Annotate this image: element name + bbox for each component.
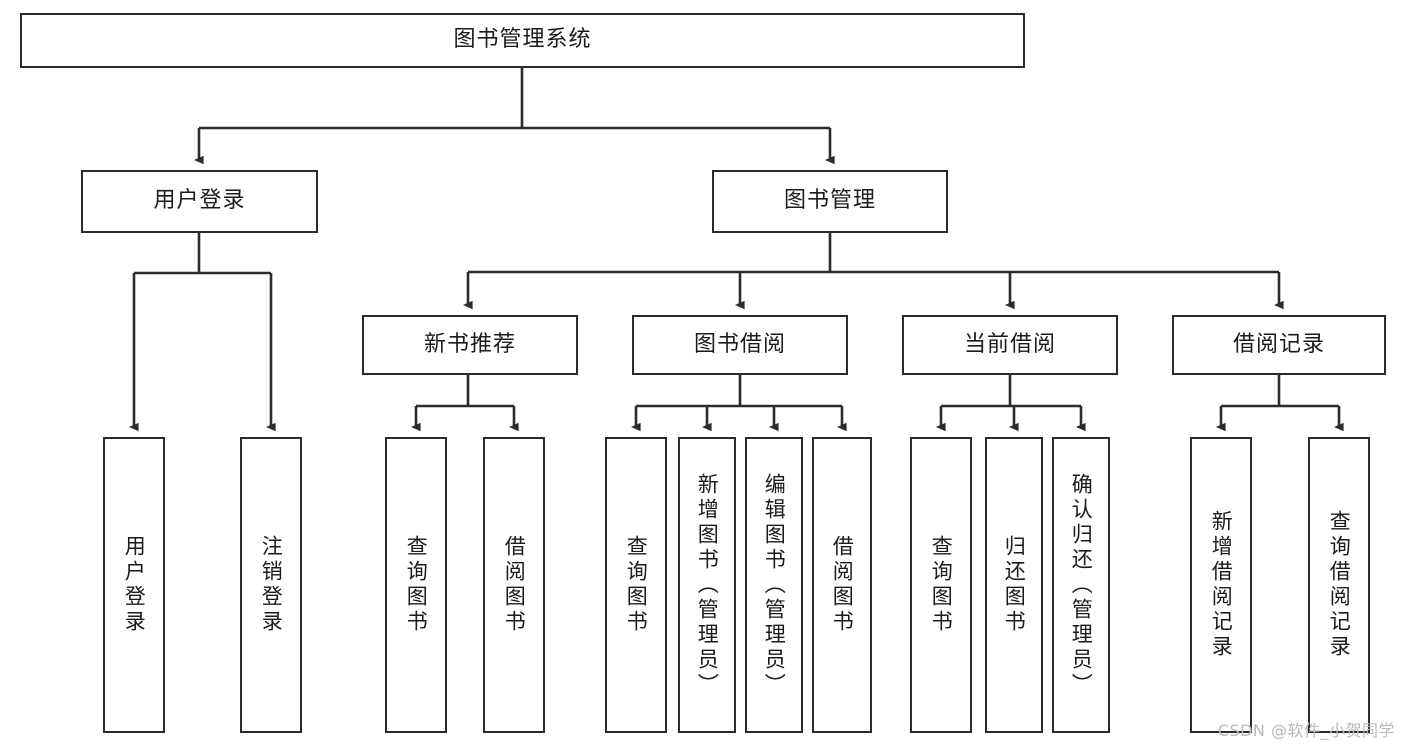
- node-leaf-query-book-1-label: 查询图书: [404, 535, 429, 635]
- node-leaf-borrow-book-2-label: 借阅图书: [830, 535, 855, 635]
- node-leaf-edit-book-label: 编辑图书（管理员）: [762, 472, 787, 698]
- node-new-book-rec-label: 新书推荐: [423, 331, 516, 357]
- node-leaf-confirm-return-label: 确认归还（管理员）: [1069, 472, 1094, 698]
- node-new-book-rec[interactable]: 新书推荐: [362, 315, 578, 375]
- node-leaf-logout-label: 注销登录: [259, 535, 284, 635]
- node-leaf-logout[interactable]: 注销登录: [240, 437, 302, 733]
- node-leaf-add-record-label: 新增借阅记录: [1209, 510, 1234, 660]
- node-leaf-add-book[interactable]: 新增图书（管理员）: [678, 437, 736, 733]
- node-current-borrow[interactable]: 当前借阅: [902, 315, 1118, 375]
- node-book-manage[interactable]: 图书管理: [712, 170, 948, 233]
- node-book-manage-label: 图书管理: [783, 188, 876, 214]
- node-root[interactable]: 图书管理系统: [20, 13, 1025, 68]
- node-leaf-borrow-book-2[interactable]: 借阅图书: [812, 437, 872, 733]
- node-leaf-query-book-1[interactable]: 查询图书: [385, 437, 447, 733]
- node-leaf-query-book-3-label: 查询图书: [929, 535, 954, 635]
- node-user-login[interactable]: 用户登录: [81, 170, 318, 233]
- node-leaf-add-book-label: 新增图书（管理员）: [695, 472, 720, 698]
- node-user-login-label: 用户登录: [153, 188, 246, 214]
- node-leaf-return-book[interactable]: 归还图书: [985, 437, 1043, 733]
- node-borrow-record-label: 借阅记录: [1232, 331, 1325, 357]
- csdn-watermark: CSDN @软件_小贺同学: [1217, 721, 1395, 740]
- node-leaf-borrow-book-1[interactable]: 借阅图书: [483, 437, 545, 733]
- node-leaf-query-book-2[interactable]: 查询图书: [605, 437, 667, 733]
- node-book-borrow-label: 图书借阅: [693, 331, 786, 357]
- node-leaf-borrow-book-1-label: 借阅图书: [502, 535, 527, 635]
- node-leaf-return-book-label: 归还图书: [1002, 535, 1027, 635]
- node-leaf-confirm-return[interactable]: 确认归还（管理员）: [1052, 437, 1110, 733]
- node-leaf-query-record-label: 查询借阅记录: [1327, 510, 1352, 660]
- node-leaf-add-record[interactable]: 新增借阅记录: [1190, 437, 1252, 733]
- node-root-label: 图书管理系统: [453, 27, 592, 53]
- node-leaf-query-record[interactable]: 查询借阅记录: [1308, 437, 1370, 733]
- node-borrow-record[interactable]: 借阅记录: [1172, 315, 1386, 375]
- node-leaf-query-book-3[interactable]: 查询图书: [910, 437, 972, 733]
- node-leaf-user-login[interactable]: 用户登录: [103, 437, 165, 733]
- node-leaf-user-login-label: 用户登录: [122, 535, 147, 635]
- node-leaf-edit-book[interactable]: 编辑图书（管理员）: [745, 437, 803, 733]
- node-book-borrow[interactable]: 图书借阅: [632, 315, 848, 375]
- node-leaf-query-book-2-label: 查询图书: [624, 535, 649, 635]
- node-current-borrow-label: 当前借阅: [963, 331, 1056, 357]
